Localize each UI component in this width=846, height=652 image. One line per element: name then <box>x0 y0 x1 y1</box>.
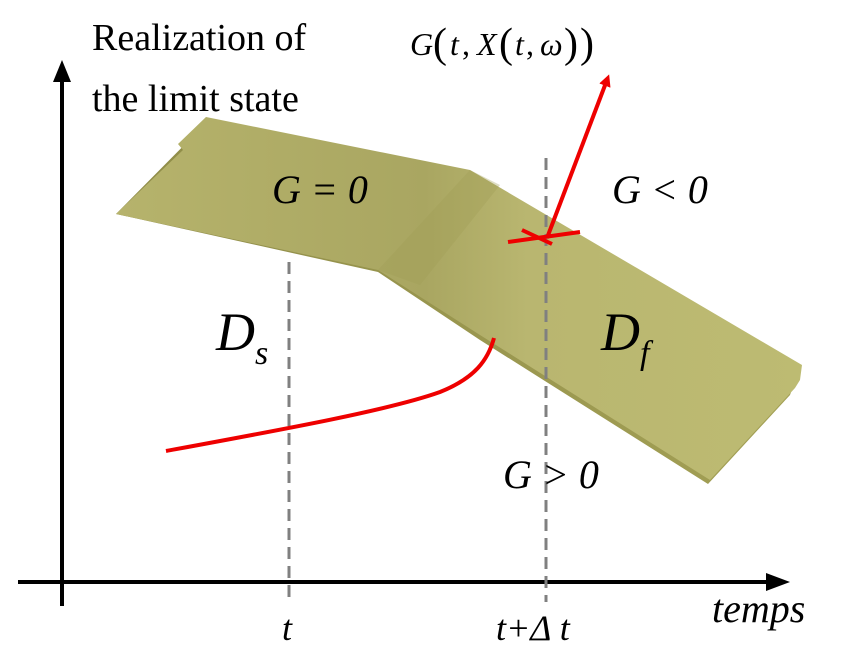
surface-fold-shade <box>378 170 500 285</box>
tick-t-dt-prefix: t+ <box>496 608 530 647</box>
formula-comma2: , <box>526 26 534 62</box>
surface-top <box>116 117 802 480</box>
tick-label-t-dt: t+Δ t <box>496 608 571 647</box>
formula-x: X <box>475 26 498 62</box>
axes <box>18 60 790 606</box>
label-g-zero: G = 0 <box>272 167 368 212</box>
crossing-tick <box>521 228 553 246</box>
title-line2: the limit state <box>92 78 299 120</box>
crossing-mark <box>507 230 581 244</box>
formula-lparen: ( <box>433 21 447 67</box>
tick-label-t: t <box>282 608 293 647</box>
label-g-negative: G < 0 <box>612 167 708 212</box>
y-axis-arrowhead <box>53 60 71 82</box>
trajectory-curve <box>165 337 496 453</box>
safe-domain-sub: s <box>255 335 268 372</box>
formula-rparen2: ) <box>564 21 578 67</box>
label-safe-domain: Ds <box>215 302 268 372</box>
x-axis-label: temps <box>712 586 805 631</box>
formula-lparen2: ( <box>499 21 513 67</box>
limit-state-surface <box>116 117 802 484</box>
realization-pointer <box>545 74 611 239</box>
tick-t-dt-suffix: t <box>551 608 571 647</box>
title-line1: Realization of <box>92 17 307 59</box>
label-g-positive: G > 0 <box>503 452 599 497</box>
safe-domain-main: D <box>215 302 255 362</box>
formula-g: G <box>410 26 433 62</box>
formula-rparen: ) <box>580 21 594 67</box>
formula-comma1: , <box>462 26 470 62</box>
x-axis-arrowhead <box>766 573 790 591</box>
formula-omega: ω <box>540 26 563 62</box>
tick-t-dt-delta: Δ <box>528 608 550 647</box>
formula-t: t <box>450 26 460 62</box>
label-failure-domain: Df <box>600 302 654 372</box>
realization-formula: G ( t , X ( t , ω ) ) <box>410 21 594 67</box>
formula-t2: t <box>515 26 525 62</box>
failure-domain-main: D <box>600 302 640 362</box>
